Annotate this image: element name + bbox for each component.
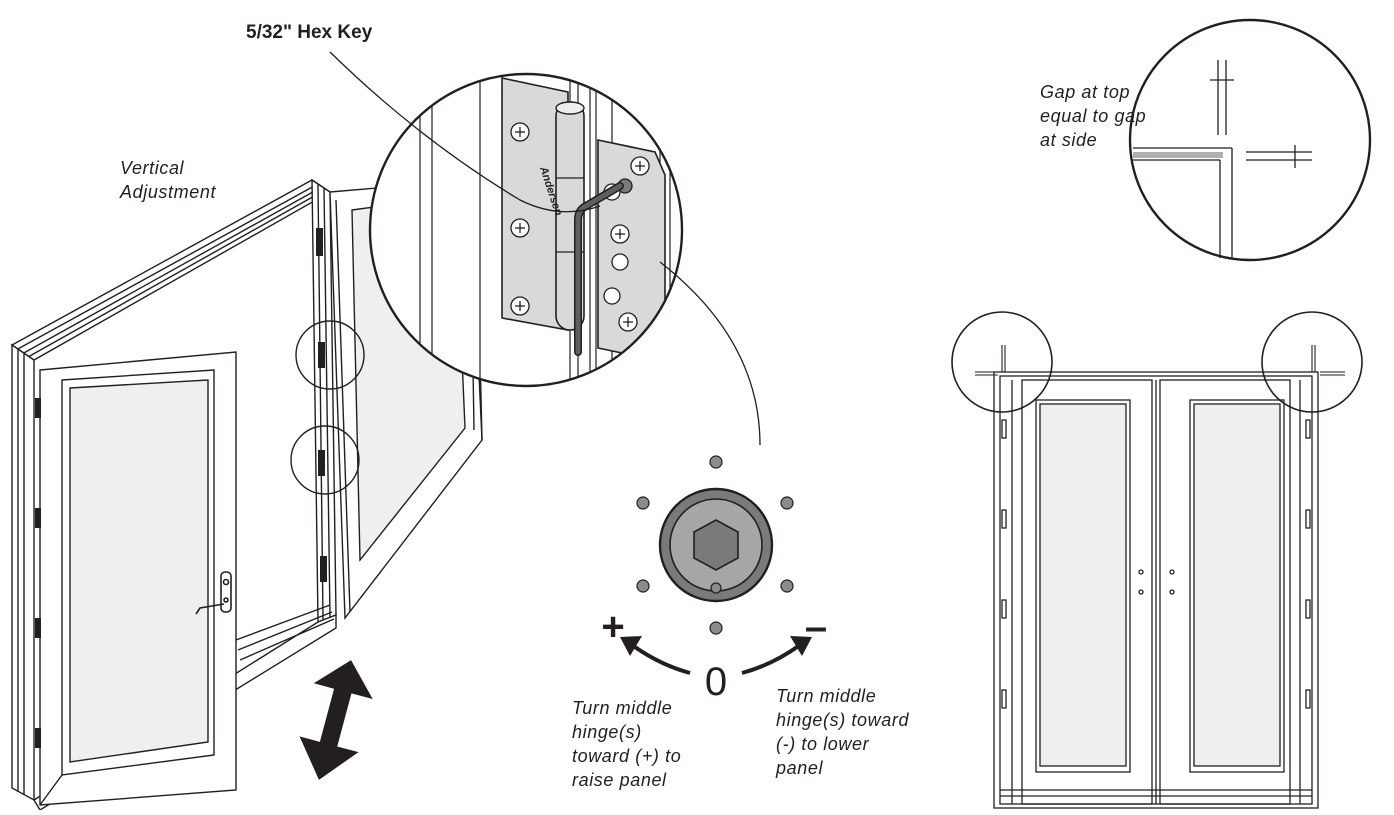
- gap-callout-circle-right: [1261, 311, 1363, 413]
- left-jamb-hinges: [35, 398, 41, 748]
- gap-note-line-1: Gap at top: [1040, 82, 1131, 102]
- hinge-detail-circle: [368, 72, 684, 388]
- raise-note-line-1: Turn middle: [572, 698, 673, 718]
- right-jamb-hinges: [316, 228, 327, 582]
- double-door-elevation: [951, 311, 1363, 809]
- lower-note-line-4: panel: [776, 758, 824, 778]
- plus-sign: +: [601, 605, 624, 649]
- gap-detail-callout: [1128, 18, 1372, 262]
- hinge-callout-circle-lower: [290, 425, 360, 495]
- gap-callout-circle-left: [951, 311, 1053, 413]
- cam-leader-line: [659, 261, 761, 446]
- adjustment-cam-dial: [636, 455, 794, 635]
- lower-note-label: Turn middle hinge(s) toward (-) to lower…: [776, 684, 909, 780]
- gap-note-line-2: equal to gap: [1040, 106, 1147, 126]
- minus-sign: –: [805, 605, 827, 649]
- lower-note-line-3: (-) to lower: [776, 734, 870, 754]
- hex-socket-icon: [693, 519, 739, 571]
- door-handle: [195, 571, 232, 615]
- dial-position-dots: [636, 455, 794, 635]
- raise-note-line-4: raise panel: [572, 770, 667, 790]
- vertical-adjustment-arrow-icon: [299, 660, 373, 780]
- zero-mark: 0: [705, 660, 727, 704]
- fixed-door-panel: [39, 351, 237, 806]
- gap-note-label: Gap at top equal to gap at side: [1040, 80, 1146, 152]
- hinge-leaf-right: [597, 139, 666, 363]
- elevation-hinges: [1001, 419, 1311, 709]
- vertical-adjustment-line-1: Vertical: [120, 158, 185, 178]
- raise-note-label: Turn middle hinge(s) toward (+) to raise…: [572, 696, 681, 792]
- lower-note-line-2: hinge(s) toward: [776, 710, 910, 730]
- raise-note-line-3: toward (+) to: [572, 746, 682, 766]
- hinge-callout-circle-upper: [295, 320, 365, 390]
- hex-key-leader-line: [329, 51, 601, 213]
- rotation-arrows: [620, 636, 812, 675]
- raise-note-line-2: hinge(s): [572, 722, 642, 742]
- elevation-handles: [1138, 569, 1175, 595]
- lower-note-line-1: Turn middle: [776, 686, 877, 706]
- hex-key-label: 5/32" Hex Key: [246, 22, 373, 43]
- vertical-adjustment-label: Vertical Adjustment: [120, 156, 216, 204]
- vertical-adjustment-line-2: Adjustment: [120, 182, 217, 202]
- gap-note-line-3: at side: [1040, 130, 1098, 150]
